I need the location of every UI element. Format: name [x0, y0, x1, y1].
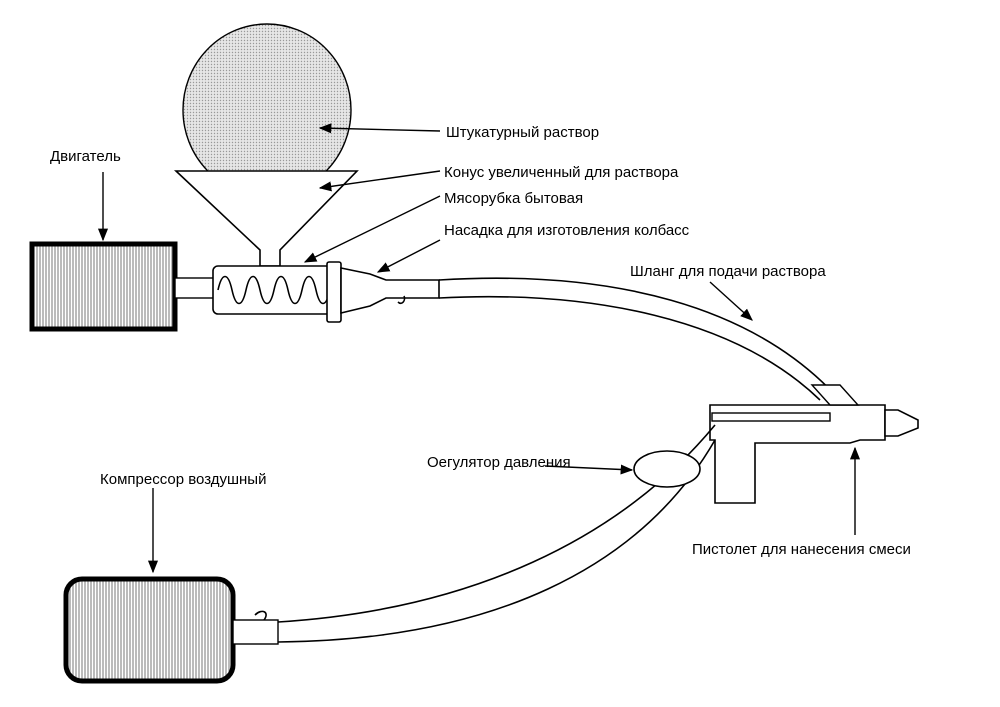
label-plaster-mortar: Штукатурный раствор	[446, 124, 599, 141]
label-spray-gun: Пистолет для нанесения смеси	[692, 541, 911, 558]
sausage-nozzle	[340, 267, 440, 315]
pressure-regulator	[633, 450, 701, 488]
motor-shaft	[174, 277, 216, 299]
arrow-hose	[709, 281, 753, 321]
label-cone: Конус увеличенный для раствора	[444, 164, 679, 181]
arrow-pressure-regulator	[544, 464, 634, 475]
arrow-cone	[318, 170, 441, 192]
motor-box	[29, 241, 178, 332]
label-sausage-nozzle: Насадка для изготовления колбасс	[444, 222, 690, 239]
grinder-body	[212, 265, 332, 315]
label-compressor: Компрессор воздушный	[100, 471, 266, 488]
arrow-plaster-mortar	[318, 123, 441, 134]
compressor-outlet	[232, 619, 279, 645]
mortar-hose-outer	[438, 277, 851, 413]
mortar-hose-inner	[438, 295, 821, 401]
air-hose-inner	[277, 439, 716, 643]
compressor-box	[63, 576, 236, 684]
label-pressure-regulator: Оегулятор давления	[427, 454, 571, 471]
grinder-auger	[217, 275, 331, 305]
arrow-meat-grinder	[303, 195, 441, 263]
label-hose: Шланг для подачи раствора	[630, 263, 826, 280]
arrow-sausage-nozzle	[376, 239, 441, 273]
hopper-cone	[173, 170, 359, 267]
label-motor: Двигатель	[50, 148, 121, 165]
spray-gun	[709, 384, 919, 504]
label-meat-grinder: Мясорубка бытовая	[444, 190, 583, 207]
grinder-ring-nut	[326, 261, 342, 323]
